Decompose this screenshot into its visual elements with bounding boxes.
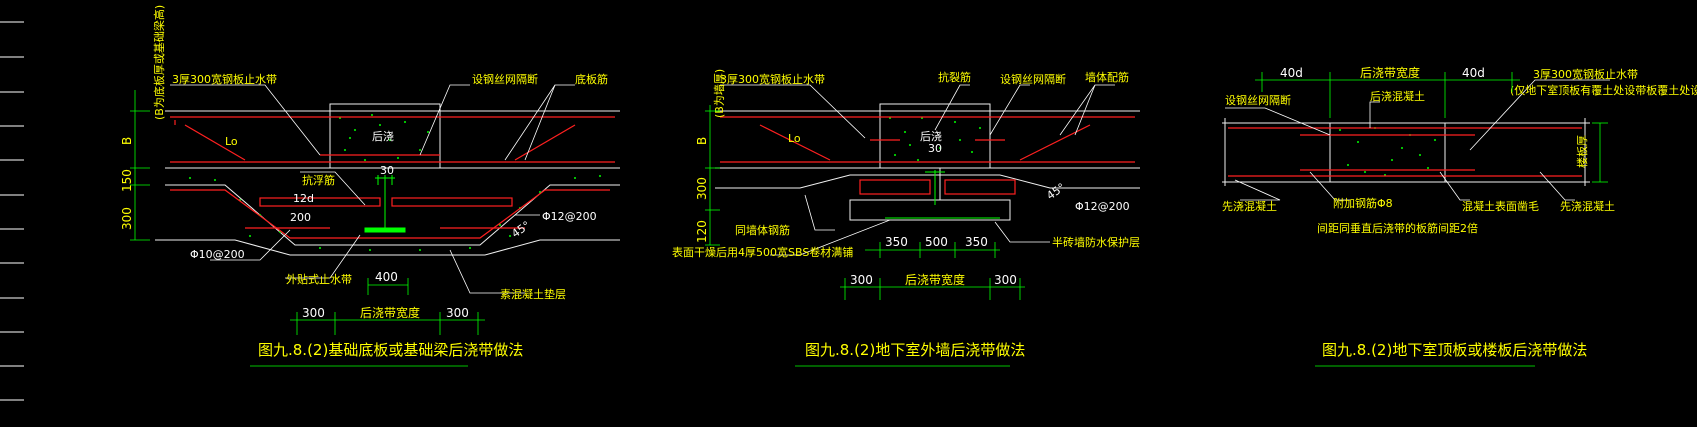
detail-a-waterstop — [364, 175, 406, 233]
detail-b-label-pour: 后浇 — [920, 130, 942, 143]
detail-a-foundation-slab: 3厚300宽钢板止水带 设钢丝网隔断 底板筋 (B为底板厚或基础梁高) Lo 后… — [120, 5, 620, 367]
detail-a-label-mesh: 设钢丝网隔断 — [472, 72, 538, 86]
detail-b-basement-wall: 3厚300宽钢板止水带 抗裂筋 设钢丝网隔断 墙体配筋 (B为墙厚) Lo 后浇… — [672, 69, 1140, 367]
detail-a-dim-150: 150 — [120, 169, 134, 192]
detail-b-labels: 3厚300宽钢板止水带 抗裂筋 设钢丝网隔断 墙体配筋 (B为墙厚) Lo 后浇… — [672, 69, 1140, 259]
detail-b-dim-500: 500 — [925, 235, 948, 249]
detail-a-concrete-outline — [155, 103, 620, 256]
detail-c-label-add-bar: 附加钢筋Φ8 — [1333, 196, 1393, 210]
detail-a-label-30: 30 — [380, 164, 394, 177]
detail-b-label-rebar-200: Φ12@200 — [1075, 200, 1130, 213]
detail-a-dimension-text: B 150 300 400 300 后浇带宽度 300 — [120, 137, 469, 320]
detail-b-dim-width: 后浇带宽度 — [905, 272, 965, 287]
detail-b-dim-350-right: 350 — [965, 235, 988, 249]
detail-c-leaders — [1225, 79, 1610, 201]
detail-a-label-rebar-10: Φ10@200 — [190, 248, 245, 261]
detail-b-concrete-outline — [715, 103, 1140, 221]
detail-b-label-wall-bar2: 同墙体钢筋 — [735, 223, 790, 237]
detail-a-labels: 3厚300宽钢板止水带 设钢丝网隔断 底板筋 (B为底板厚或基础梁高) Lo 后… — [152, 5, 608, 301]
detail-b-label-anti: 抗裂筋 — [938, 70, 971, 84]
detail-b-dim-350-left: 350 — [885, 235, 908, 249]
detail-a-rebar — [170, 116, 615, 239]
detail-a-dim-300v: 300 — [120, 207, 134, 230]
detail-b-dim-B: B — [695, 137, 709, 145]
detail-c-concrete-hatch — [1339, 127, 1436, 176]
detail-b-waterstop — [885, 170, 1000, 219]
detail-c-label-thickness: 楼板厚 — [1575, 135, 1589, 168]
detail-c-dim-40d-right: 40d — [1462, 66, 1485, 80]
detail-a-label-anti: 抗浮筋 — [302, 173, 335, 187]
detail-b-caption: 图九.8.(2)地下室外墙后浇带做法 — [805, 341, 1025, 359]
detail-a-label-plain-conc: 素混凝土垫层 — [500, 287, 566, 301]
detail-a-dim-B: B — [120, 137, 134, 145]
detail-b-label-mesh: 设钢丝网隔断 — [1000, 72, 1066, 86]
detail-c-concrete-outline — [1222, 118, 1590, 186]
detail-c-label-mesh: 设钢丝网隔断 — [1225, 93, 1291, 107]
detail-c-dim-40d-left: 40d — [1280, 66, 1303, 80]
detail-a-label-rebar-200: Φ12@200 — [542, 210, 597, 223]
detail-b-dim-300-right: 300 — [994, 273, 1017, 287]
detail-a-label-bottom-bar: 底板筋 — [575, 72, 608, 86]
detail-b-label-thickness-note: (B为墙厚) — [712, 69, 726, 118]
detail-a-dim-400: 400 — [375, 270, 398, 284]
detail-b-rebar — [720, 116, 1135, 195]
detail-b-leaders — [720, 84, 1115, 256]
detail-c-roof-slab: 设钢丝网隔断 后浇混凝土 3厚300宽钢板止水带 (仅地下室顶板有覆土处设带板覆… — [1222, 65, 1697, 367]
detail-b-label-sbs: 表面干燥后用4厚500宽SBS卷材满铺 — [672, 245, 853, 259]
detail-c-rebar — [1228, 127, 1582, 177]
detail-c-labels: 设钢丝网隔断 后浇混凝土 3厚300宽钢板止水带 (仅地下室顶板有覆土处设带板覆… — [1222, 67, 1697, 235]
detail-c-label-pour-conc: 后浇混凝土 — [1370, 89, 1425, 103]
detail-a-dimensions — [130, 90, 485, 367]
detail-c-dimensions — [1255, 72, 1608, 367]
detail-b-dim-300-left: 300 — [850, 273, 873, 287]
detail-b-label-45: 45° — [1044, 181, 1067, 203]
detail-c-caption: 图九.8.(2)地下室顶板或楼板后浇带做法 — [1322, 341, 1587, 359]
detail-b-label-30: 30 — [928, 142, 942, 155]
detail-c-label-first-conc-right: 先浇混凝土 — [1560, 199, 1615, 213]
detail-c-label-waterstop-note: (仅地下室顶板有覆土处设带板覆土处设) — [1510, 83, 1697, 97]
left-edge-ticks — [0, 21, 24, 401]
detail-c-dimension-text: 40d 后浇带宽度 40d — [1280, 65, 1485, 80]
detail-c-label-waterstop: 3厚300宽钢板止水带 — [1533, 67, 1638, 81]
detail-b-dimension-text: B 300 120 350 500 350 300 后浇带宽度 300 — [695, 137, 1017, 287]
detail-a-dim-300-left: 300 — [302, 306, 325, 320]
detail-b-label-waterstop: 3厚300宽钢板止水带 — [720, 72, 825, 86]
detail-a-label-pour: 后浇 — [372, 130, 394, 143]
detail-a-caption: 图九.8.(2)基础底板或基础梁后浇带做法 — [258, 341, 523, 359]
detail-a-leaders — [170, 84, 575, 294]
detail-b-label-brick: 半砖墙防水保护层 — [1052, 235, 1140, 249]
detail-c-label-roughen: 混凝土表面凿毛 — [1462, 199, 1539, 213]
detail-a-label-200: 200 — [290, 211, 311, 224]
detail-b-label-wall-bar: 墙体配筋 — [1085, 70, 1129, 84]
detail-a-label-12d: 12d — [293, 192, 314, 205]
detail-b-dim-300v: 300 — [695, 177, 709, 200]
detail-a-label-45: 45° — [509, 219, 532, 241]
detail-b-concrete-hatch — [889, 117, 981, 161]
detail-a-label-ext-waterstop: 外贴式止水带 — [286, 272, 352, 286]
detail-b-dimensions — [705, 105, 1025, 367]
detail-a-dim-width: 后浇带宽度 — [360, 305, 420, 320]
detail-c-label-first-conc-left: 先浇混凝土 — [1222, 199, 1277, 213]
detail-a-label-lo: Lo — [225, 135, 238, 148]
detail-a-label-waterstop: 3厚300宽钢板止水带 — [172, 72, 277, 86]
detail-a-dim-300-right: 300 — [446, 306, 469, 320]
detail-b-label-lo: Lo — [788, 132, 801, 145]
detail-a-label-thickness-note: (B为底板厚或基础梁高) — [152, 5, 166, 120]
detail-c-label-spacing: 间距同垂直后浇带的板筋间距2倍 — [1317, 221, 1478, 235]
detail-b-dim-120: 120 — [695, 220, 709, 243]
detail-c-dim-width: 后浇带宽度 — [1360, 65, 1420, 80]
